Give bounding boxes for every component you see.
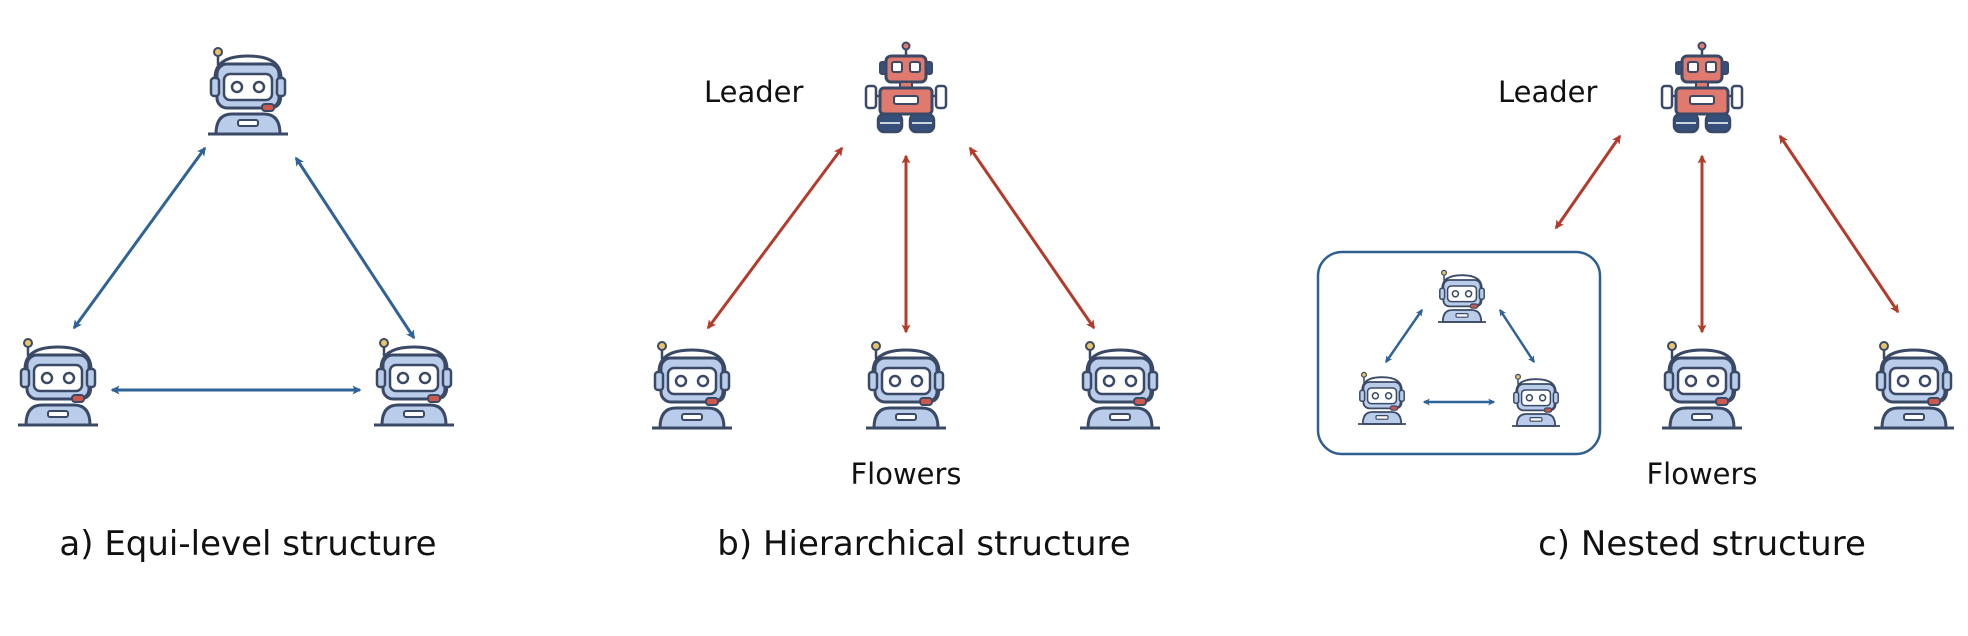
leader-icon [1660,41,1744,134]
panel-nested [1316,41,1956,456]
arrow-leader-right [1778,134,1900,314]
panel-b-followers-label: Flowers [850,457,962,491]
panel-equi-level [16,46,456,427]
panel-b-caption: b) Hierarchical structure [717,524,1131,564]
arrow-top-left [72,146,207,330]
arrow-leader-left [706,146,844,330]
panel-c-followers-label: Flowers [1646,457,1758,491]
follower-icon-right [1078,340,1162,430]
panel-c-caption: c) Nested structure [1538,524,1866,564]
follower-icon-left [650,340,734,430]
nested-agent-icon-left [1357,371,1407,425]
nested-agent-icon-top [1437,269,1487,323]
follower-icon-center [1660,340,1744,430]
leader-icon [864,41,948,134]
agent-icon-left [16,337,100,427]
panel-a-caption: a) Equi-level structure [59,524,437,564]
agent-icon-right [372,337,456,427]
nested-arrow-top-right [1498,309,1536,363]
follower-icon-right [1872,340,1956,430]
panel-hierarchical [650,41,1162,430]
panel-c-leader-label: Leader [1498,75,1598,109]
nested-agent-icon-right [1511,373,1561,427]
follower-icon-center [864,340,948,430]
panel-b-leader-label: Leader [704,75,804,109]
arrow-top-right [294,156,416,340]
arrow-leader-group [1554,134,1622,230]
arrow-leader-right [968,146,1096,330]
agent-icon-top [206,46,290,136]
nested-arrow-top-left [1384,309,1424,363]
nested-group-box [1316,250,1602,456]
